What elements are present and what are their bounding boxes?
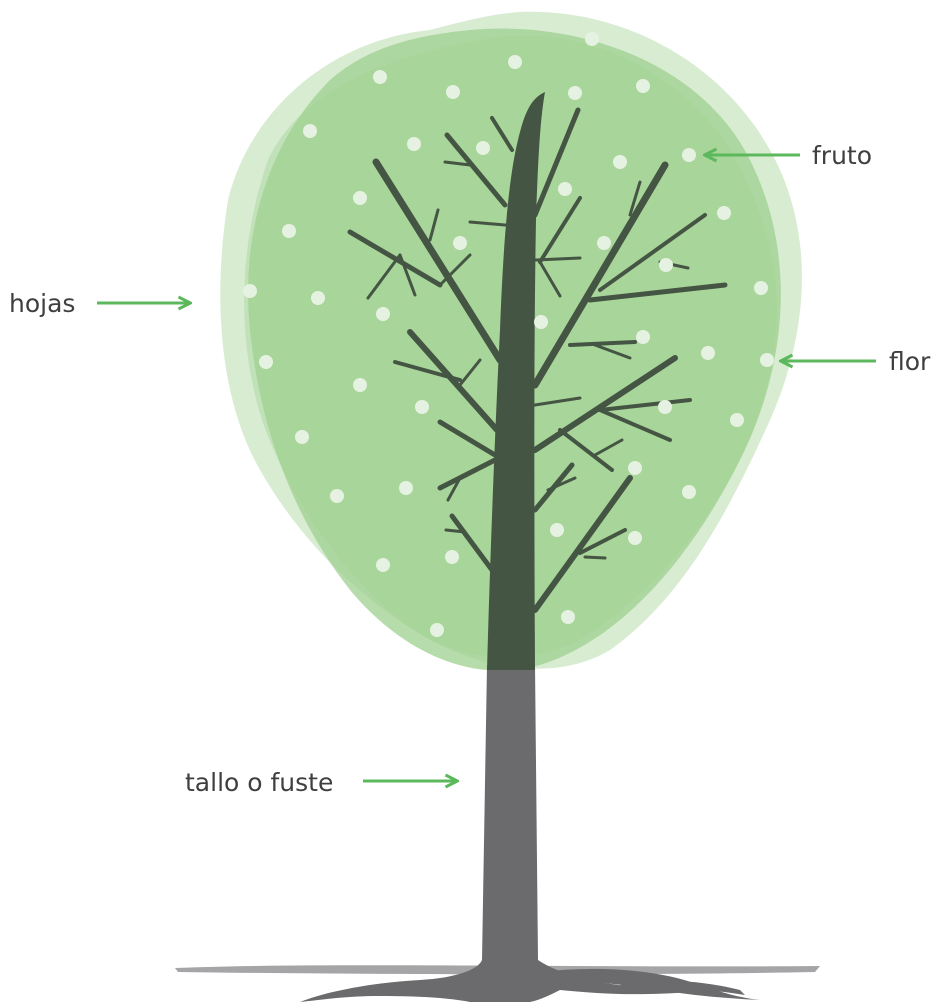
dot xyxy=(445,550,459,564)
dot xyxy=(508,55,522,69)
dot xyxy=(407,137,421,151)
dot xyxy=(717,206,731,220)
dot xyxy=(376,307,390,321)
dot xyxy=(243,284,257,298)
dot xyxy=(636,330,650,344)
dot xyxy=(430,623,444,637)
dot xyxy=(376,558,390,572)
dot xyxy=(550,523,564,537)
label-tallo: tallo o fuste xyxy=(185,768,333,797)
dot xyxy=(399,481,413,495)
dot xyxy=(682,485,696,499)
dot xyxy=(282,224,296,238)
dot xyxy=(730,413,744,427)
dot xyxy=(613,155,627,169)
dot xyxy=(373,70,387,84)
dot xyxy=(415,400,429,414)
dot xyxy=(311,291,325,305)
dot xyxy=(534,315,548,329)
dot xyxy=(628,461,642,475)
label-hojas-group: hojas xyxy=(9,289,189,318)
dot xyxy=(558,182,572,196)
dot xyxy=(568,86,582,100)
flower-dot xyxy=(760,353,774,367)
dot xyxy=(453,236,467,250)
dot xyxy=(701,346,715,360)
dot xyxy=(330,489,344,503)
dot xyxy=(636,79,650,93)
dot xyxy=(561,610,575,624)
label-hojas: hojas xyxy=(9,289,75,318)
dot xyxy=(259,355,273,369)
fruit-dot xyxy=(682,148,696,162)
dot xyxy=(597,236,611,250)
trunk xyxy=(300,665,760,1002)
label-tallo-group: tallo o fuste xyxy=(185,768,456,797)
label-flor-group: flor xyxy=(782,347,931,376)
label-flor: flor xyxy=(889,347,931,376)
dot xyxy=(658,400,672,414)
dot xyxy=(476,141,490,155)
dot xyxy=(446,85,460,99)
dot xyxy=(585,32,599,46)
dot xyxy=(659,258,673,272)
dot xyxy=(628,531,642,545)
dot xyxy=(353,378,367,392)
dot xyxy=(295,430,309,444)
dot xyxy=(303,124,317,138)
dot xyxy=(754,281,768,295)
dot xyxy=(353,191,367,205)
label-fruto: fruto xyxy=(812,141,872,170)
